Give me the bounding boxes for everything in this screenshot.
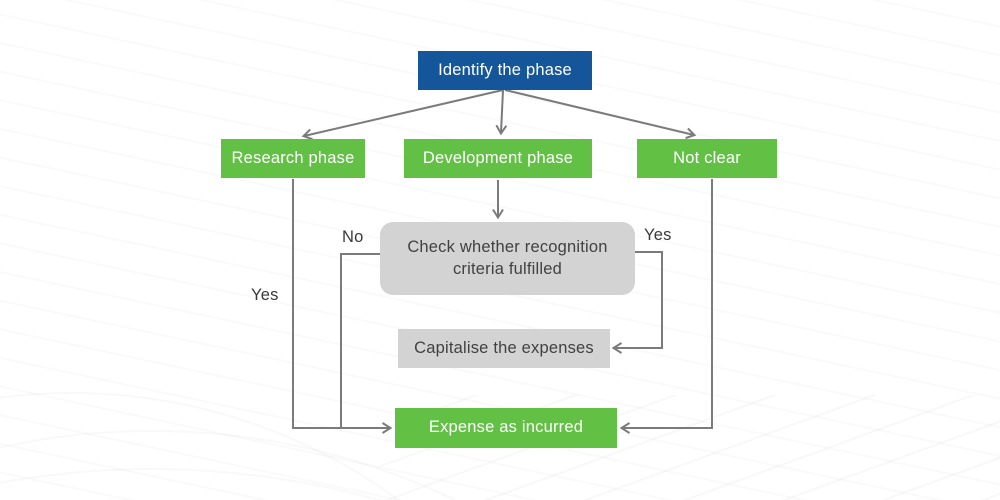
edge-check-capitalise-yes [611, 251, 663, 354]
edge-label-yes-check: Yes [644, 226, 672, 244]
node-label: Research phase [231, 148, 355, 167]
node-not-clear: Not clear [637, 139, 777, 178]
node-label: Check whether recognition criteria fulfi… [407, 238, 608, 278]
node-research-phase: Research phase [221, 139, 365, 178]
edge-label-yes-research: Yes [251, 286, 279, 304]
edge-identify-research [301, 89, 504, 141]
node-expense-as-incurred: Expense as incurred [395, 408, 617, 448]
node-label: Development phase [422, 148, 574, 167]
node-label: Expense as incurred [428, 418, 584, 437]
node-development-phase: Development phase [404, 139, 592, 178]
node-label: Not clear [673, 148, 741, 167]
edge-research-expense [292, 179, 393, 434]
edge-identify-notclear [504, 89, 697, 140]
edge-check-expense-no [340, 253, 380, 427]
node-capitalise-expenses: Capitalise the expenses [398, 329, 610, 368]
edge-notclear-expense [619, 179, 713, 434]
edge-label-no-check: No [342, 228, 364, 246]
node-identify-the-phase: Identify the phase [418, 51, 592, 90]
node-check-recognition-criteria: Check whether recognition criteria fulfi… [380, 222, 635, 295]
node-label: Capitalise the expenses [414, 338, 594, 357]
node-label: Identify the phase [438, 60, 572, 79]
edge-identify-development [495, 89, 508, 136]
